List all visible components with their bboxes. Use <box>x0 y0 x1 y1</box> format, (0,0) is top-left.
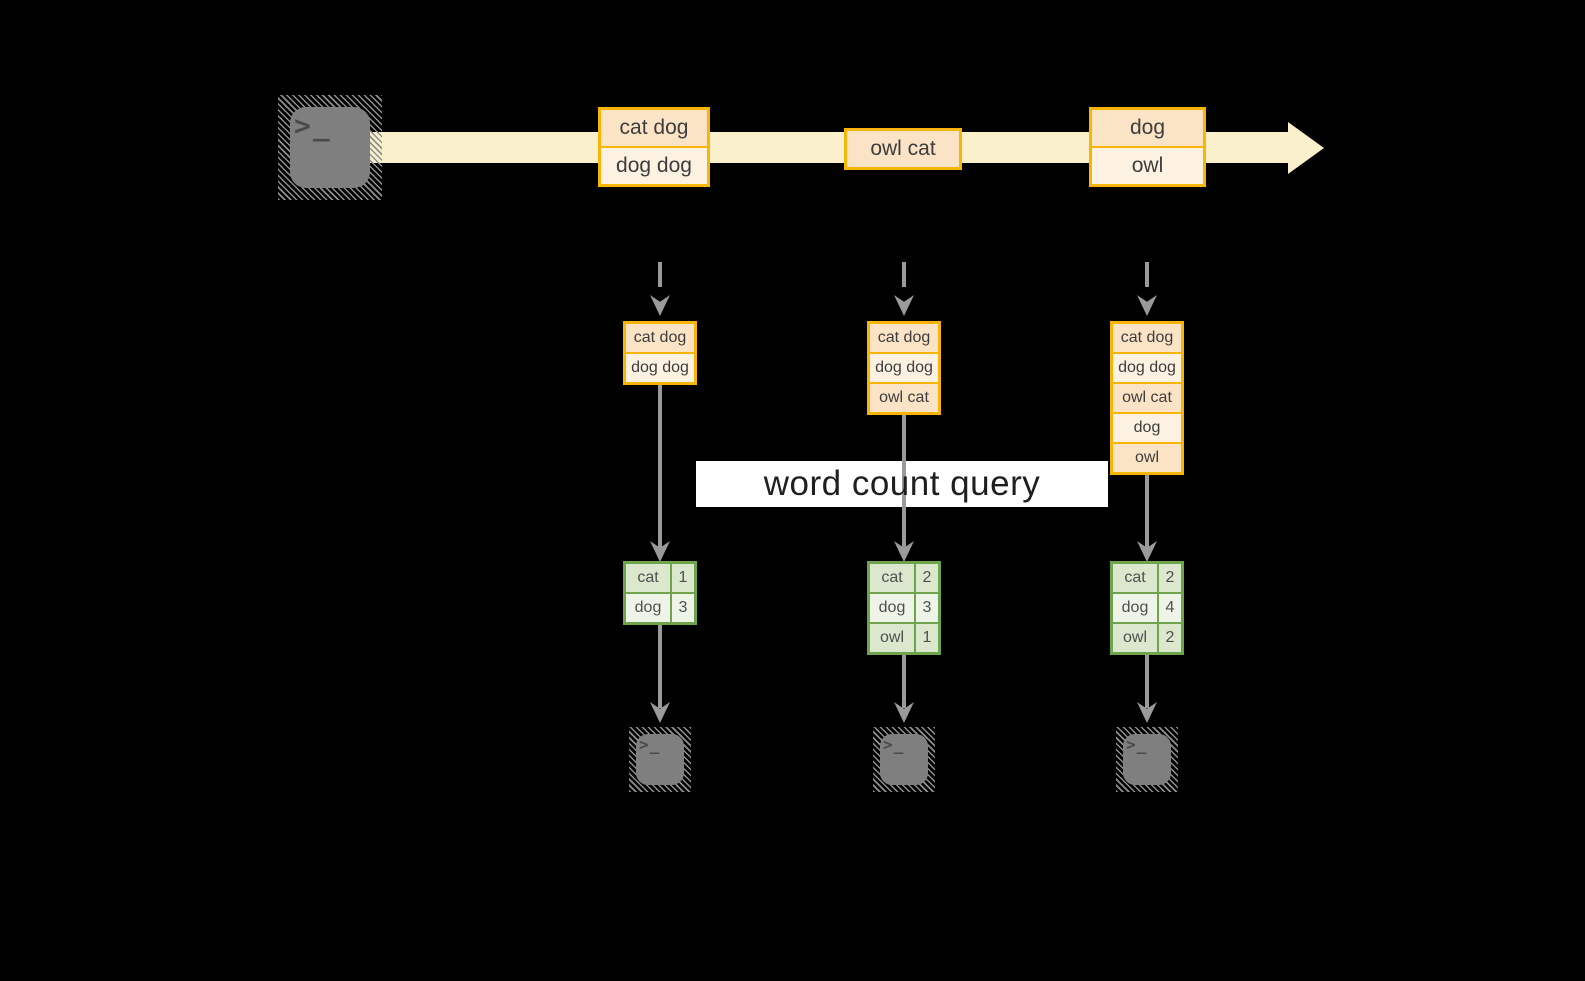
count-value: 3 <box>916 594 938 622</box>
buffer-record: dog dog <box>870 352 938 382</box>
consumer-terminal-icon: >_ <box>629 727 691 792</box>
consumer-terminal-icon: >_ <box>873 727 935 792</box>
stream-record: owl cat <box>847 131 959 167</box>
count-value: 4 <box>1159 594 1181 622</box>
query-label: word count query <box>763 464 1041 503</box>
terminal-prompt-glyph: >_ <box>1126 735 1148 754</box>
word-count-table: cat 1 dog 3 <box>623 561 697 625</box>
flow-line <box>1145 655 1149 708</box>
count-value: 2 <box>1159 624 1181 652</box>
terminal-body <box>1123 734 1171 785</box>
terminal-body <box>880 734 928 785</box>
count-value: 3 <box>672 594 694 622</box>
stream-record: cat dog <box>601 110 707 146</box>
terminal-prompt-glyph: >_ <box>883 735 905 754</box>
stream-record: dog <box>1092 110 1203 146</box>
dashed-arrow-line <box>1145 262 1149 287</box>
count-value: 1 <box>916 624 938 652</box>
buffer-record: owl cat <box>870 382 938 412</box>
flow-line <box>1145 475 1149 548</box>
source-terminal-icon: >_ <box>278 95 382 200</box>
record-buffer-stack: cat dog dog dog owl cat <box>867 321 941 415</box>
count-word: cat <box>626 564 670 592</box>
down-arrowhead-icon <box>1137 295 1157 316</box>
flow-line <box>658 625 662 708</box>
count-word: dog <box>626 594 670 622</box>
buffer-record: cat dog <box>1113 324 1181 352</box>
count-word: dog <box>870 594 914 622</box>
count-word: cat <box>870 564 914 592</box>
flow-line <box>902 655 906 708</box>
count-word: owl <box>870 624 914 652</box>
dashed-arrow-line <box>658 262 662 287</box>
down-arrowhead-icon <box>650 295 670 316</box>
stream-record: dog dog <box>601 146 707 184</box>
dashed-arrow-line <box>902 262 906 287</box>
terminal-body <box>290 107 370 188</box>
record-buffer-stack: cat dog dog dog <box>623 321 697 385</box>
count-value: 2 <box>916 564 938 592</box>
count-word: cat <box>1113 564 1157 592</box>
word-count-table: cat 2 dog 3 owl 1 <box>867 561 941 655</box>
buffer-record: cat dog <box>870 324 938 352</box>
buffer-record: dog dog <box>626 352 694 382</box>
terminal-body <box>636 734 684 785</box>
count-value: 1 <box>672 564 694 592</box>
record-buffer-stack: cat dog dog dog owl cat dog owl <box>1110 321 1184 475</box>
flow-line <box>658 385 662 548</box>
buffer-record: owl cat <box>1113 382 1181 412</box>
buffer-record: dog <box>1113 412 1181 442</box>
stream-record-batch: owl cat <box>844 128 962 170</box>
buffer-record: cat dog <box>626 324 694 352</box>
stream-arrowhead-icon <box>1288 122 1324 174</box>
terminal-prompt-glyph: >_ <box>294 109 332 142</box>
flow-line <box>902 415 906 548</box>
stream-record-batch: cat dog dog dog <box>598 107 710 187</box>
buffer-record: owl <box>1113 442 1181 472</box>
consumer-terminal-icon: >_ <box>1116 727 1178 792</box>
count-value: 2 <box>1159 564 1181 592</box>
stream-record: owl <box>1092 146 1203 184</box>
stream-record-batch: dog owl <box>1089 107 1206 187</box>
buffer-record: dog dog <box>1113 352 1181 382</box>
terminal-prompt-glyph: >_ <box>639 735 661 754</box>
count-word: dog <box>1113 594 1157 622</box>
word-count-table: cat 2 dog 4 owl 2 <box>1110 561 1184 655</box>
down-arrowhead-icon <box>894 295 914 316</box>
count-word: owl <box>1113 624 1157 652</box>
